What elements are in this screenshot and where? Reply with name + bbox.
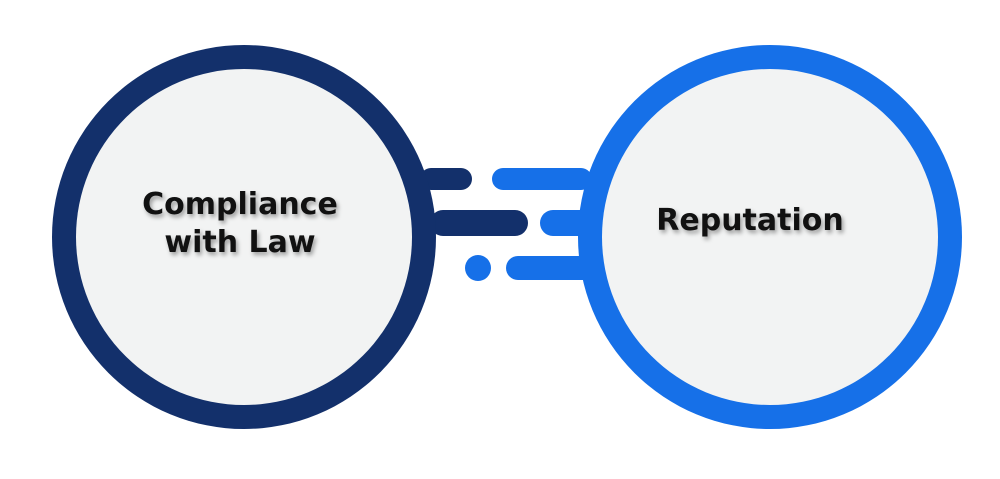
right-circle-label-text: Reputation <box>656 203 844 238</box>
left-circle <box>52 45 436 429</box>
blue-dot <box>465 255 491 281</box>
left-circle-label: Compliance with Law <box>110 186 370 263</box>
blue-connector-bottom <box>506 256 596 280</box>
right-circle-label: Reputation <box>620 202 880 240</box>
right-circle <box>578 45 962 429</box>
right-circle-inner <box>602 69 938 405</box>
dark-connector-top <box>420 168 472 190</box>
left-circle-label-line1: Compliance <box>142 187 338 222</box>
left-circle-label-line2: with Law <box>164 225 316 261</box>
dark-connector-middle <box>430 210 528 236</box>
blue-connector-top <box>492 168 592 190</box>
left-circle-inner <box>76 69 412 405</box>
connector-group <box>420 168 596 281</box>
